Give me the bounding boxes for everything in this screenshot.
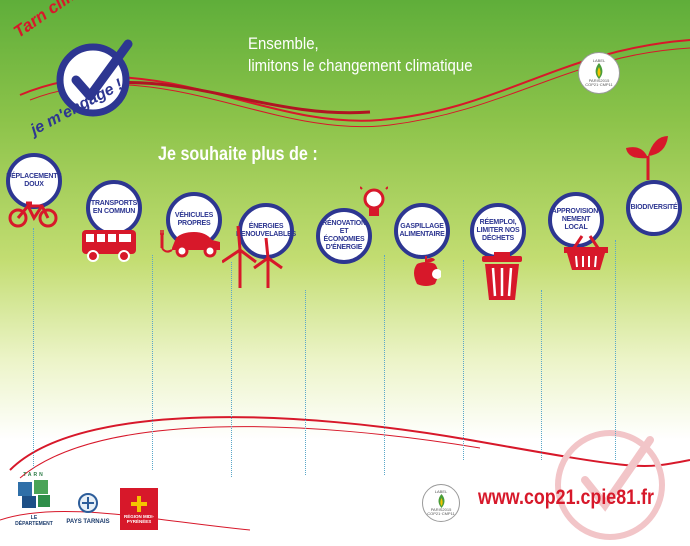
badge-line-1: PARIS2015 [588, 78, 610, 83]
category-label: Véhicules propres [174, 212, 214, 227]
pays-tarnais-emblem-icon [78, 493, 98, 513]
tarn-department-logo: TARN LE DÉPARTEMENT [14, 472, 54, 527]
category-label: Approvision-nement local [551, 208, 601, 231]
category-label: Énergies renouvelables [236, 223, 297, 238]
category-label: Biodiversité [630, 204, 678, 211]
category-label: Déplacements doux [6, 173, 62, 188]
dotted-line [33, 228, 34, 468]
dotted-line [305, 290, 306, 475]
sprout-icon [626, 136, 668, 180]
trash-bin-icon [482, 252, 522, 300]
dotted-line [152, 255, 153, 470]
tarn-emblem-icon [18, 480, 50, 508]
category-biodiversity: Biodiversité [626, 180, 682, 236]
bus-icon [82, 230, 136, 262]
lightbulb-icon [360, 186, 388, 216]
dotted-line [615, 240, 616, 460]
pays-tarnais-caption: PAYS TARNAIS [66, 519, 110, 525]
badge-line-1: PARIS2015 [430, 507, 452, 512]
dotted-line [231, 262, 232, 477]
cop21-label-badge: LABEL PARIS2015 COP21·CMP11 [578, 52, 620, 94]
tarn-top-text: TARN [23, 472, 45, 478]
shopping-basket-icon [564, 235, 608, 270]
subtitle: Je souhaite plus de : [158, 144, 318, 165]
occitan-cross-icon [131, 496, 147, 512]
leaf-flame-icon [595, 63, 603, 79]
slogan-line-1: Ensemble, [248, 34, 319, 53]
category-label: Rénovation et économies d'énergie [322, 220, 366, 251]
dotted-line [541, 290, 542, 460]
tarn-caption: LE DÉPARTEMENT [15, 515, 53, 527]
category-reuse: Réemploi, limiter nos déchets [470, 203, 526, 259]
slogan-line-2: limitons le changement climatique [248, 56, 473, 75]
region-logo: RÉGION MIDI-PYRÉNÉES [120, 488, 158, 530]
category-renovation: Rénovation et économies d'énergie [316, 208, 372, 264]
badge-top-text: LABEL [434, 489, 448, 494]
website-link[interactable]: www.cop21.cpie81.fr [478, 486, 654, 509]
region-caption: RÉGION MIDI-PYRÉNÉES [124, 514, 154, 524]
badge-line-2: COP21·CMP11 [427, 511, 455, 516]
wind-turbine-icon [222, 225, 283, 288]
leaf-flame-icon [437, 494, 445, 508]
dotted-line [463, 260, 464, 460]
category-label: Gaspillage alimentaire [399, 223, 445, 238]
category-label: Transports en commun [90, 200, 138, 215]
dotted-line [384, 255, 385, 475]
badge-top-text: LABEL [592, 58, 606, 63]
badge-line-2: COP21·CMP11 [585, 82, 613, 87]
electric-car-icon [160, 230, 220, 258]
category-label: Réemploi, limiter nos déchets [476, 219, 520, 242]
category-renewable-energy: Énergies renouvelables [236, 203, 297, 259]
pays-tarnais-logo: PAYS TARNAIS [62, 492, 114, 525]
brand-logo: Tarn climat je m'engage ! [8, 0, 158, 139]
category-local-supply: Approvision-nement local [548, 192, 604, 248]
checkmark-logo-icon [56, 39, 133, 117]
category-soft-mobility: Déplacements doux [6, 153, 62, 209]
apple-core-icon [414, 256, 441, 286]
cop21-label-badge-bottom: LABEL PARIS2015 COP21·CMP11 [422, 484, 460, 522]
category-food-waste: Gaspillage alimentaire [394, 203, 450, 259]
bicycle-icon [8, 201, 58, 228]
